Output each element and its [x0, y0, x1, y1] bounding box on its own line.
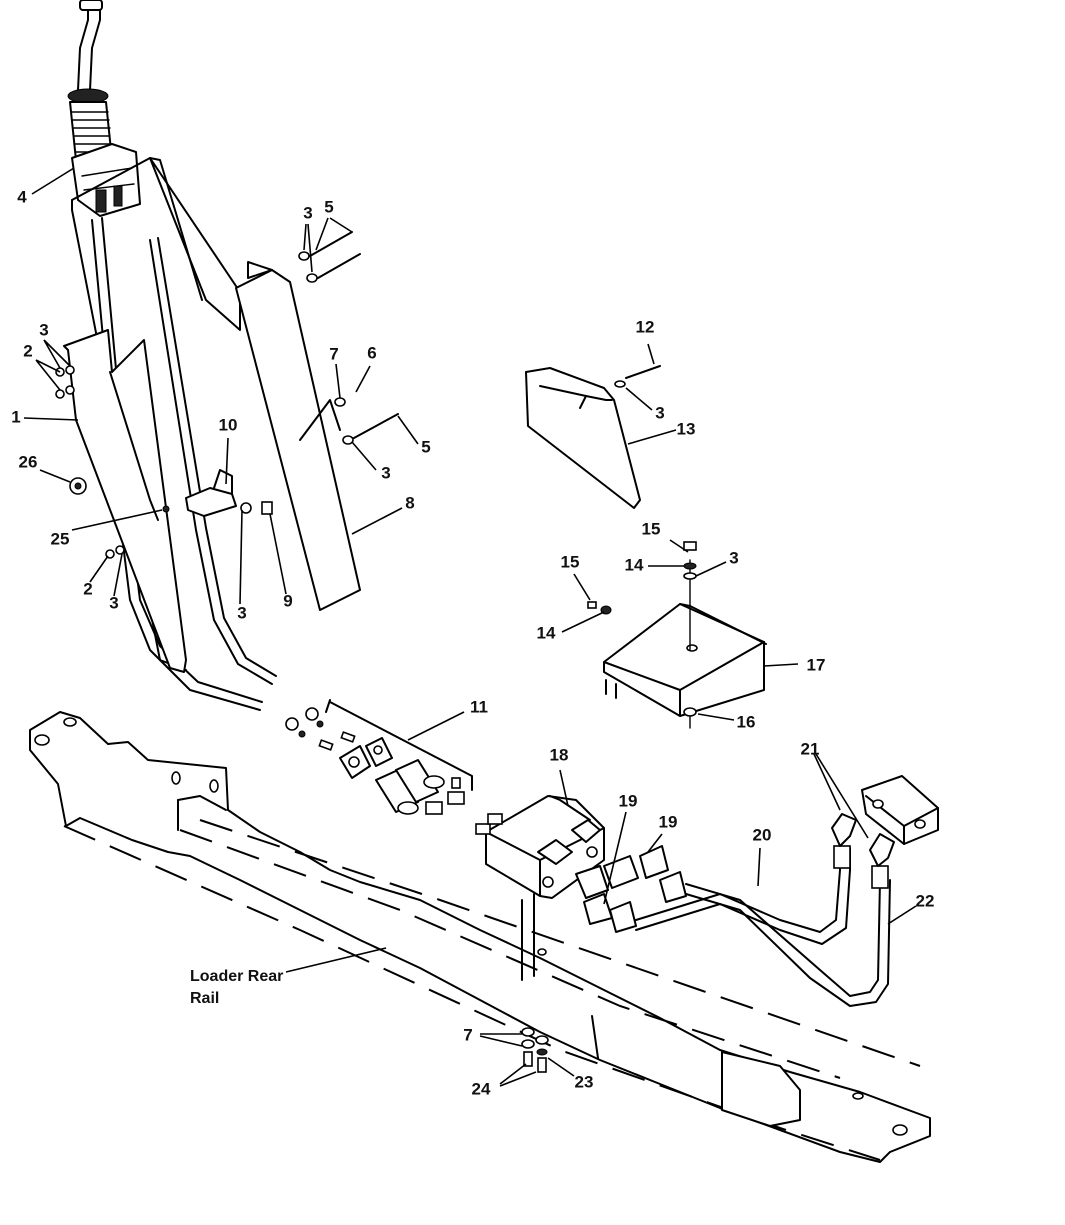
control-lever — [67, 0, 141, 217]
callout-13: 13 — [677, 419, 696, 438]
callout-2: 2 — [83, 579, 92, 598]
callout-21: 21 — [801, 739, 820, 758]
callout-3: 3 — [303, 203, 312, 222]
callout-3: 3 — [39, 320, 48, 339]
cover-13 — [525, 365, 661, 509]
callout-labels: 4 3 5 3 2 1 7 6 10 5 3 26 8 25 2 3 3 9 1… — [11, 187, 934, 1098]
callout-3: 3 — [237, 603, 246, 622]
caption-line-1: Loader Rear — [190, 968, 283, 985]
callout-14: 14 — [625, 555, 644, 574]
callout-3: 3 — [381, 463, 390, 482]
bottom-hardware — [521, 1027, 549, 1073]
callout-19: 19 — [619, 791, 638, 810]
control-valve-18 — [475, 795, 605, 981]
callout-5: 5 — [421, 437, 430, 456]
callout-16: 16 — [737, 712, 756, 731]
callout-11: 11 — [470, 697, 488, 716]
callout-2: 2 — [23, 341, 32, 360]
callout-24: 24 — [472, 1079, 491, 1098]
callout-8: 8 — [405, 493, 414, 512]
bracket-1 — [63, 329, 187, 673]
fittings-19 — [575, 845, 687, 933]
callout-12: 12 — [636, 317, 655, 336]
callout-22: 22 — [916, 891, 935, 910]
callout-7: 7 — [329, 344, 338, 363]
callout-19: 19 — [659, 812, 678, 831]
loader-rear-rail — [29, 711, 931, 1163]
hardware-left — [55, 231, 399, 559]
callout-15: 15 — [642, 519, 661, 538]
callout-18: 18 — [550, 745, 569, 764]
hydraulic-hoses — [635, 845, 891, 1007]
port-block — [861, 775, 939, 845]
callout-15: 15 — [561, 552, 580, 571]
callout-1: 1 — [11, 407, 20, 426]
callout-17: 17 — [807, 655, 826, 674]
callout-3: 3 — [655, 403, 664, 422]
plate-8 — [235, 261, 361, 611]
callout-25: 25 — [51, 529, 70, 548]
callout-6: 6 — [367, 343, 376, 362]
callout-20: 20 — [753, 825, 772, 844]
callout-5: 5 — [324, 197, 333, 216]
callout-9: 9 — [283, 591, 292, 610]
caption-line-2: Rail — [190, 990, 219, 1007]
callout-14: 14 — [537, 623, 556, 642]
elbow-fittings-21 — [831, 813, 895, 867]
callout-3: 3 — [109, 593, 118, 612]
cable-end-kit-11 — [285, 699, 473, 815]
callout-23: 23 — [575, 1072, 594, 1091]
callout-3: 3 — [729, 548, 738, 567]
loader-rear-rail-caption: Loader Rear Rail — [190, 968, 283, 1007]
callout-26: 26 — [19, 452, 38, 471]
callout-4: 4 — [17, 187, 27, 206]
callout-7: 7 — [463, 1025, 472, 1044]
callout-10: 10 — [219, 415, 238, 434]
bracket-10 — [185, 469, 237, 517]
shield-17 — [587, 541, 767, 729]
leader-lines — [23, 167, 917, 1087]
